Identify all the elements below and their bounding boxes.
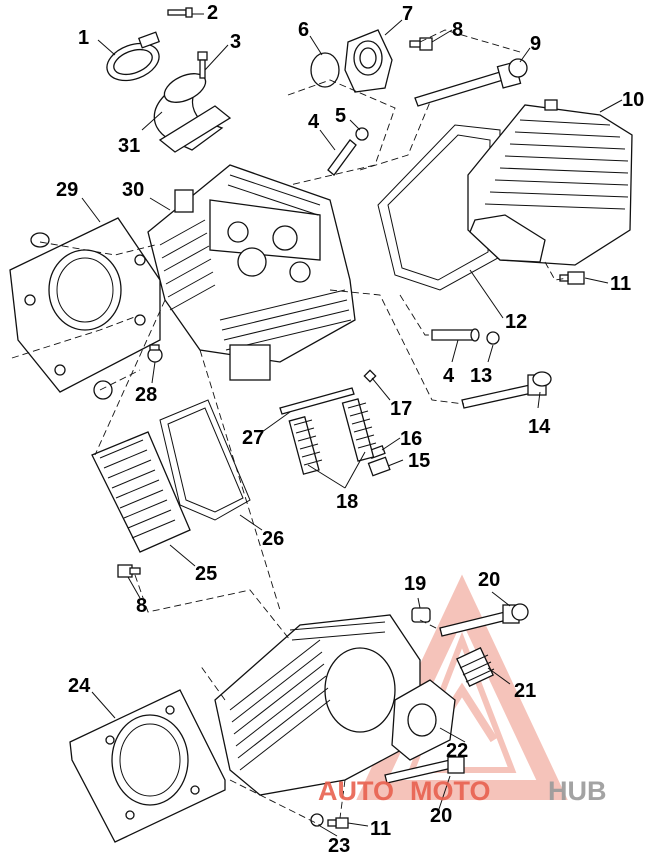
valve-spring-18a xyxy=(288,416,323,475)
adapter-bolt xyxy=(409,37,433,51)
callout-12: 12 xyxy=(505,311,527,333)
boot-bolt xyxy=(197,51,208,79)
callout-1: 1 xyxy=(78,27,89,49)
dowel-ring-a xyxy=(30,232,50,248)
callout-23: 23 xyxy=(328,835,350,854)
callout-8-top: 8 xyxy=(452,19,463,41)
callout-11-top: 11 xyxy=(610,273,631,295)
hose-clamp xyxy=(106,31,161,82)
callout-27: 27 xyxy=(242,427,264,449)
callout-14: 14 xyxy=(528,416,551,438)
callout-18: 18 xyxy=(336,491,358,513)
callout-24: 24 xyxy=(68,675,91,697)
callout-15: 15 xyxy=(408,450,430,472)
callout-numbers: 1 2 3 31 6 7 8 9 10 4 5 29 30 11 12 4 13… xyxy=(56,2,644,854)
cylinder-head-gasket-29 xyxy=(9,217,161,393)
washer-5 xyxy=(355,127,369,141)
pushrod-tube-4 xyxy=(327,139,357,176)
long-bolt-14 xyxy=(461,371,552,409)
bolt-28 xyxy=(147,344,163,363)
spring-21 xyxy=(456,647,495,687)
clamp-screw xyxy=(167,7,193,18)
side-cover-gasket-26 xyxy=(159,399,251,521)
callout-28: 28 xyxy=(135,384,157,406)
pushrod-tube-4b xyxy=(431,328,480,342)
callout-20-bottom: 20 xyxy=(430,805,452,827)
bolt-8-lower xyxy=(117,564,141,578)
callout-4-mid: 4 xyxy=(443,365,455,387)
plug-19 xyxy=(411,607,431,623)
assembly-dashed-lines xyxy=(11,29,569,826)
valve-cover-10 xyxy=(467,99,633,266)
stud-20-bottom xyxy=(384,756,465,784)
callout-4-top: 4 xyxy=(308,111,320,133)
callout-21: 21 xyxy=(514,680,536,702)
callout-29: 29 xyxy=(56,179,78,201)
bolt-11-top xyxy=(559,271,585,285)
callout-9: 9 xyxy=(530,33,541,55)
bolt-11-bottom xyxy=(327,817,349,829)
callout-8-bottom: 8 xyxy=(136,595,147,617)
callout-7: 7 xyxy=(402,3,413,25)
callout-31: 31 xyxy=(118,135,140,157)
callout-5: 5 xyxy=(335,105,346,127)
watermark-auto: AUTO xyxy=(318,776,394,806)
watermark-hub: HUB xyxy=(548,776,607,806)
callout-30: 30 xyxy=(122,179,144,201)
callout-10: 10 xyxy=(622,89,644,111)
long-bolt-9 xyxy=(414,58,528,107)
callout-3: 3 xyxy=(230,31,241,53)
front-cylinder-head xyxy=(214,614,421,796)
leader-lines xyxy=(81,13,623,837)
valve-spring-18b xyxy=(341,398,377,462)
washer-23 xyxy=(310,813,324,827)
callout-2: 2 xyxy=(207,2,218,24)
rear-cylinder-head xyxy=(147,164,356,381)
intake-boot xyxy=(153,73,232,153)
manifold-22 xyxy=(391,679,456,761)
o-ring xyxy=(310,52,340,88)
washer-13 xyxy=(486,331,500,345)
callout-16: 16 xyxy=(400,428,422,450)
callout-19: 19 xyxy=(404,573,426,595)
dowel-ring-b xyxy=(93,380,113,400)
callout-13: 13 xyxy=(470,365,492,387)
intake-adapter xyxy=(344,29,393,93)
valve-seal-15 xyxy=(367,456,391,477)
side-cover-25 xyxy=(91,431,191,553)
valve-27 xyxy=(279,387,355,415)
watermark-moto: MOTO xyxy=(410,776,491,806)
callout-17: 17 xyxy=(390,398,412,420)
stud-20-top xyxy=(439,603,529,637)
callout-6: 6 xyxy=(298,19,309,41)
callout-22: 22 xyxy=(446,740,468,762)
callout-25: 25 xyxy=(195,563,217,585)
callout-26: 26 xyxy=(262,528,284,550)
cylinder-gasket-24 xyxy=(69,689,226,843)
callout-20-top: 20 xyxy=(478,569,500,591)
callout-11-bottom: 11 xyxy=(370,818,391,840)
watermark-wordmark: AUTO MOTO HUB xyxy=(318,776,607,806)
